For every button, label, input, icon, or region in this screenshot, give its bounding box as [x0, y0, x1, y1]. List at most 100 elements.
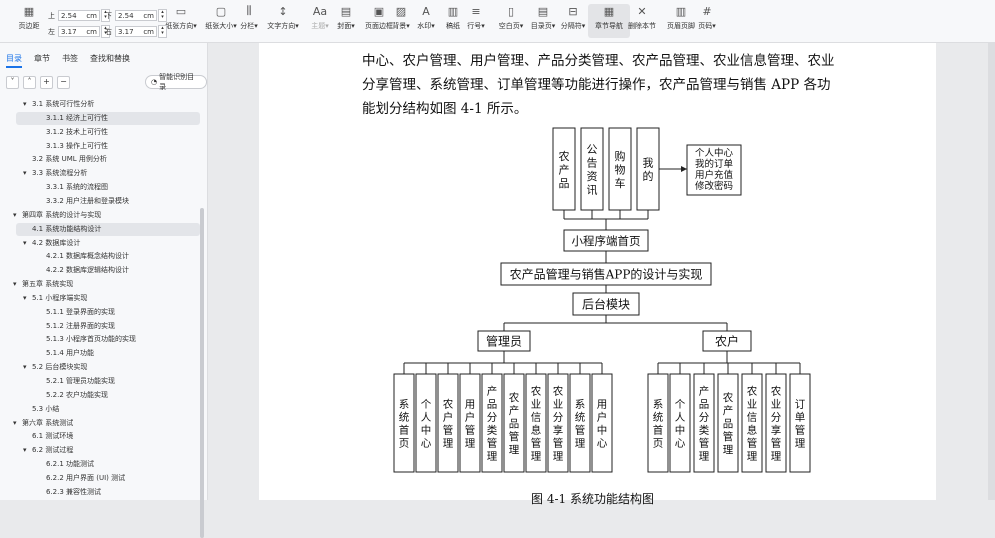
- section-nav-button[interactable]: ▦章节导航: [588, 4, 630, 38]
- background-button[interactable]: ▨背景▾: [388, 4, 414, 38]
- add-icon[interactable]: +: [40, 76, 53, 89]
- toc-item[interactable]: ▾4.2 数据库设计: [16, 237, 200, 250]
- toc-item-label: 第五章 系统实现: [22, 280, 74, 289]
- toc-item[interactable]: ▾5.1 小程序端实现: [16, 292, 200, 305]
- toc-item[interactable]: 5.2.2 农户功能实现: [16, 389, 200, 402]
- farmer-child-node: [789, 373, 811, 473]
- smart-toc-label: 智能识别目录: [159, 73, 195, 91]
- page-border-button[interactable]: ▣页面边框: [358, 4, 400, 38]
- expand-caret-icon[interactable]: ▾: [23, 363, 27, 372]
- admin-node-label: 管理员: [486, 334, 522, 349]
- expand-caret-icon[interactable]: ▾: [13, 210, 17, 219]
- smart-toc-button[interactable]: ◔ 智能识别目录: [145, 73, 207, 91]
- toc-item-label: 第四章 系统的设计与实现: [22, 210, 102, 219]
- line-number-button[interactable]: ≡行号▾: [463, 4, 489, 38]
- page-number-button[interactable]: #页码▾: [694, 4, 720, 38]
- toc-item[interactable]: ▾ 第五章 系统实现: [13, 278, 200, 291]
- toc-item[interactable]: 3.3.2 用户注册和登录模块: [16, 195, 200, 208]
- blank-page-button[interactable]: ▯空白页▾: [494, 4, 528, 38]
- margins-button[interactable]: ▦页边距: [12, 4, 46, 38]
- vertical-scrollbar[interactable]: [988, 43, 995, 500]
- toc-item-label: 5.1.3 小程序首页功能的实现: [46, 335, 137, 344]
- expand-caret-icon[interactable]: ▾: [23, 169, 27, 178]
- expand-caret-icon[interactable]: ▾: [23, 293, 27, 302]
- remove-icon[interactable]: −: [57, 76, 70, 89]
- watermark-icon: A: [422, 4, 430, 18]
- margin-right-label: 右: [105, 27, 112, 36]
- tab-bookmark[interactable]: 书签: [62, 54, 78, 63]
- admin-child-node-char: 农: [509, 391, 520, 404]
- toc-item[interactable]: 5.1.3 小程序首页功能的实现: [16, 333, 200, 346]
- toc-item[interactable]: 4.2.1 数据库概念结构设计: [16, 250, 200, 263]
- toc-item[interactable]: ▾5.2 后台模块实现: [16, 361, 200, 374]
- toc-item[interactable]: 6.2.1 功能测试: [16, 458, 200, 471]
- admin-child-node-char: 管: [575, 424, 586, 437]
- margin-top-stepper[interactable]: ▴▾: [101, 9, 110, 22]
- expand-caret-icon[interactable]: ▾: [13, 418, 17, 427]
- toc-item[interactable]: 4.2.2 数据库逻辑结构设计: [16, 264, 200, 277]
- farmer-child-node-char: 理: [795, 438, 806, 450]
- margin-right-stepper[interactable]: ▴▾: [158, 25, 167, 38]
- farmer-child-node-char: 首: [653, 424, 664, 437]
- cover-label: 封面▾: [337, 22, 355, 30]
- expand-caret-icon[interactable]: ▾: [23, 446, 27, 455]
- toc-item[interactable]: 3.1.1 经济上可行性: [16, 111, 200, 125]
- toc-item[interactable]: 6.1 测试环境: [16, 430, 200, 443]
- delete-section-button[interactable]: ✕删除本节: [621, 4, 663, 38]
- toc-item[interactable]: 4.1 系统功能结构设计: [16, 222, 200, 236]
- theme-label: 主题▾: [311, 22, 329, 30]
- toc-page-button[interactable]: ▤目录页▾: [526, 4, 560, 38]
- tab-chapter[interactable]: 章节: [34, 54, 50, 63]
- farmer-child-node: [765, 373, 787, 473]
- toc-item[interactable]: 5.1.1 登录界面的实现: [16, 306, 200, 319]
- toc-item[interactable]: 3.1.2 技术上可行性: [16, 126, 200, 139]
- expand-caret-icon[interactable]: ▾: [13, 280, 17, 289]
- admin-child-node-char: 心: [597, 438, 608, 450]
- tab-toc[interactable]: 目录: [6, 53, 22, 68]
- margin-left-stepper[interactable]: ▴▾: [101, 25, 110, 38]
- draft-button[interactable]: ▥稿纸: [440, 4, 466, 38]
- expand-caret-icon[interactable]: ▾: [23, 238, 27, 247]
- collapse-up-icon[interactable]: ˄: [23, 76, 36, 89]
- smart-icon: ◔: [151, 78, 158, 86]
- page-border-icon: ▣: [373, 4, 385, 18]
- farmer-child-node-char: 管: [723, 430, 734, 443]
- toc-item[interactable]: 3.2 系统 UML 用例分析: [16, 153, 200, 166]
- toc-item[interactable]: 5.1.2 注册界面的实现: [16, 320, 200, 333]
- separator-button[interactable]: ⊟分隔符▾: [556, 4, 590, 38]
- toc-item[interactable]: 3.1.3 操作上可行性: [16, 140, 200, 153]
- toc-item[interactable]: ▾ 第四章 系统的设计与实现: [13, 209, 200, 222]
- delete-section-label: 删除本节: [628, 22, 656, 30]
- cover-button[interactable]: ▤封面▾: [333, 4, 359, 38]
- toc-item[interactable]: ▾第六章 系统测试: [13, 417, 200, 430]
- expand-caret-icon[interactable]: ▾: [23, 100, 27, 108]
- toc-item[interactable]: ▾3.1 系统可行性分析: [16, 98, 200, 111]
- admin-child-node-char: 心: [421, 438, 432, 450]
- toc-item-label: 6.1 测试环境: [32, 432, 74, 441]
- toc-item[interactable]: ▾3.3 系统流程分析: [16, 167, 200, 180]
- text-direction-button[interactable]: ↕文字方向▾: [262, 4, 304, 38]
- size-button[interactable]: ▢纸张大小▾: [200, 4, 242, 38]
- toc-item[interactable]: 3.3.1 系统的流程图: [16, 181, 200, 194]
- nav-scrollbar[interactable]: [200, 208, 204, 538]
- toc-item[interactable]: 6.2.3 兼容性测试: [16, 486, 200, 499]
- margin-bottom-stepper[interactable]: ▴▾: [158, 9, 167, 22]
- toc-item[interactable]: 5.2.1 管理员功能实现: [16, 375, 200, 388]
- farmer-child-node-char: 管: [795, 424, 806, 437]
- header-footer-button[interactable]: ▥页眉页脚: [660, 4, 702, 38]
- toc-item[interactable]: 5.1.4 用户功能: [16, 347, 200, 360]
- collapse-down-icon[interactable]: ˅: [6, 76, 19, 89]
- tab-find-replace[interactable]: 查找和替换: [90, 54, 130, 63]
- toc-item[interactable]: 6.2.2 用户界面 (UI) 测试: [16, 472, 200, 485]
- columns-button[interactable]: ⫼分栏▾: [236, 4, 262, 38]
- toc-item[interactable]: ▾6.2 测试过程: [16, 444, 200, 457]
- toc-item[interactable]: 5.3 小结: [16, 403, 200, 416]
- orientation-button[interactable]: ▭纸张方向▾: [160, 4, 202, 38]
- admin-child-node-char: 管: [443, 424, 454, 437]
